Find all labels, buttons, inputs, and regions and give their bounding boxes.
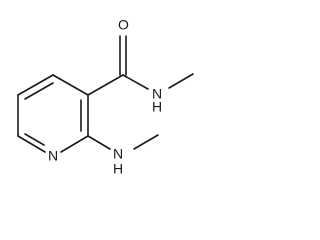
bond-carbonyl-amide-n bbox=[122, 74, 149, 90]
chemical-structure: O N H N N H bbox=[17, 17, 194, 177]
ring-bond-c2-n1 bbox=[60, 135, 89, 153]
bond-amine-n-methyl bbox=[133, 134, 159, 150]
carbonyl-oxygen-label: O bbox=[118, 17, 129, 33]
bond-amide-n-methyl bbox=[168, 73, 194, 89]
ring-bond-n1-c6 bbox=[17, 135, 46, 153]
ring-bond-c5-c4 bbox=[17, 74, 54, 96]
bond-c2-amine-n bbox=[87, 135, 111, 150]
ring-bond-c5-c4-inner bbox=[24, 82, 54, 100]
amide-nitrogen-label: N bbox=[152, 86, 162, 102]
amine-hydrogen-label: H bbox=[113, 161, 123, 177]
bond-c3-carbonyl bbox=[87, 74, 124, 96]
amine-nitrogen-label: N bbox=[113, 146, 123, 162]
ring-bond-c4-c3 bbox=[52, 74, 89, 96]
ring-bond-n1-c6-inner bbox=[24, 133, 45, 146]
ring-nitrogen-label: N bbox=[48, 148, 58, 164]
amide-hydrogen-label: H bbox=[152, 99, 162, 115]
